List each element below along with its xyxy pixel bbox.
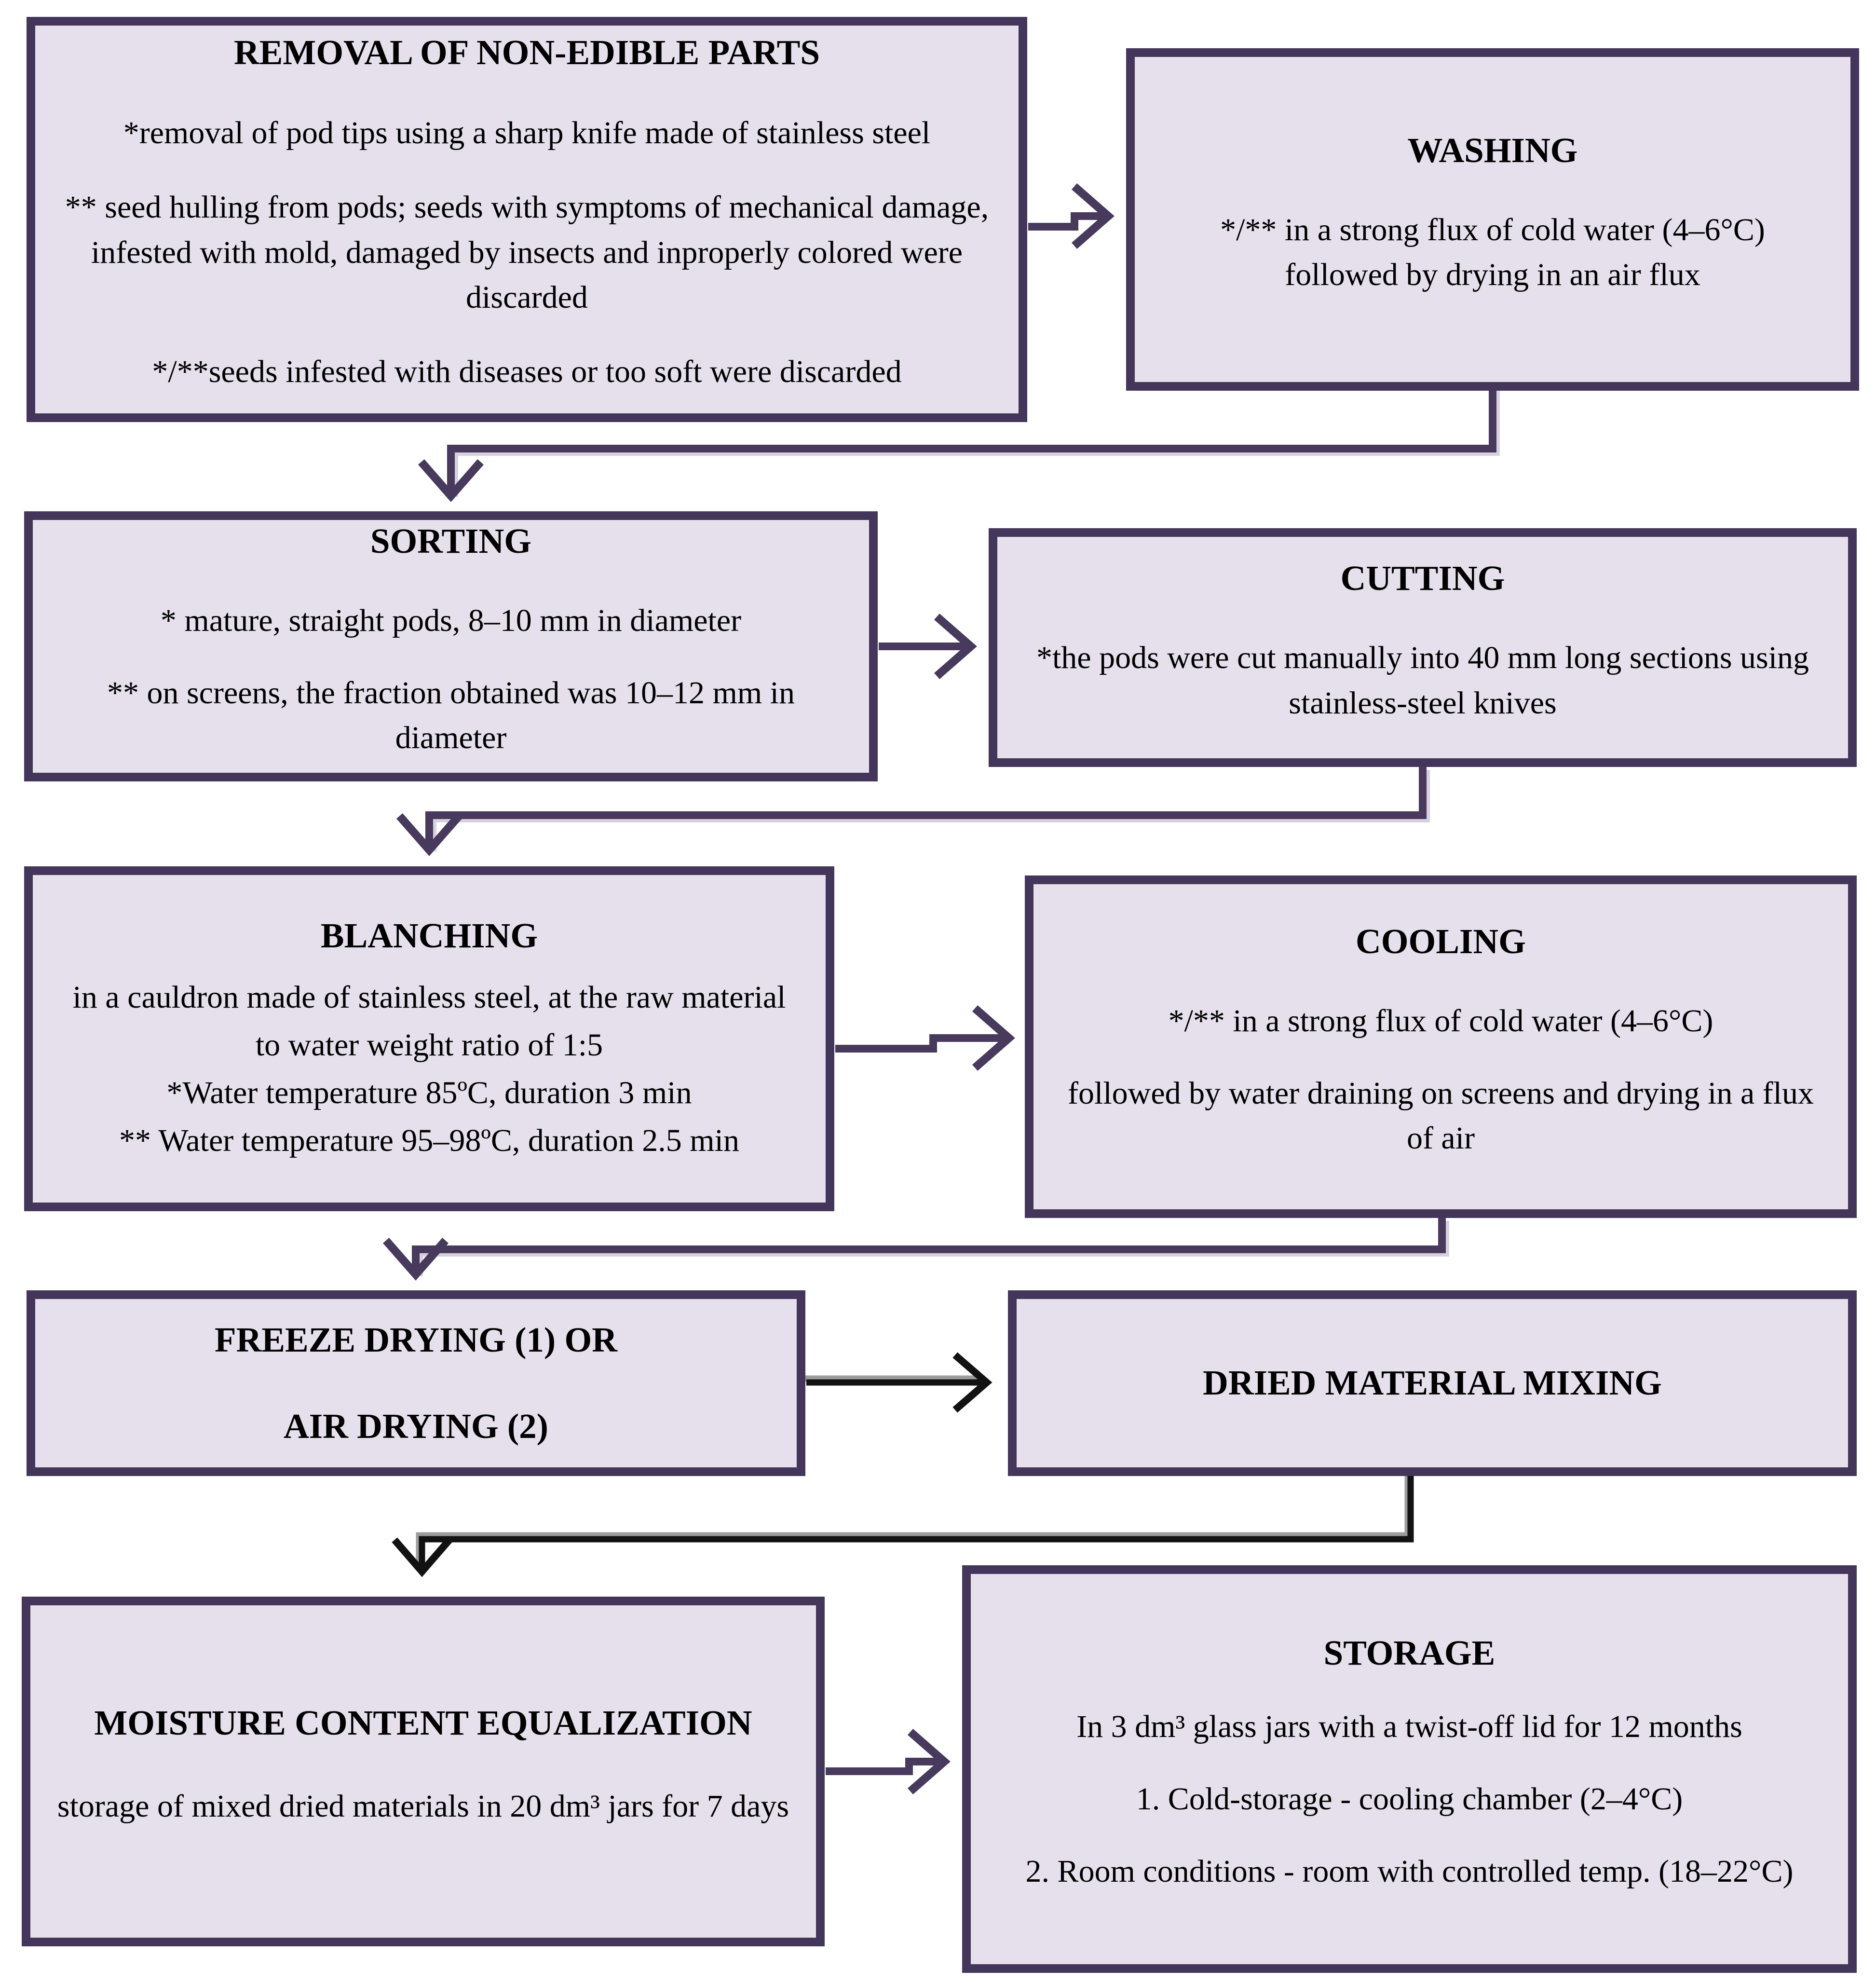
arrow-blanching-to-cooling xyxy=(835,1005,1015,1071)
process-box-blanching: BLANCHING in a cauldron made of stainles… xyxy=(24,866,834,1211)
box-title: MOISTURE CONTENT EQUALIZATION xyxy=(94,1703,752,1743)
box-title: CUTTING xyxy=(1340,559,1505,598)
box-text: ** on screens, the fraction obtained was… xyxy=(107,675,795,756)
process-box-removal: REMOVAL OF NON-EDIBLE PARTS *removal of … xyxy=(27,17,1027,422)
arrow-moisture-to-storage xyxy=(826,1729,951,1794)
box-text: In 3 dm³ glass jars with a twist-off lid… xyxy=(1076,1709,1742,1745)
box-text: * mature, straight pods, 8–10 mm in diam… xyxy=(160,602,742,638)
box-title: REMOVAL OF NON-EDIBLE PARTS xyxy=(234,33,820,72)
arrow-removal-to-washing xyxy=(1028,183,1115,249)
box-title: DRIED MATERIAL MIXING xyxy=(1203,1363,1662,1403)
arrow-shadow xyxy=(416,1472,1411,1568)
box-title: SORTING xyxy=(370,521,532,561)
arrow-washing-to-sorting xyxy=(418,389,1496,502)
box-text: */** in a strong flux of cold water (4–6… xyxy=(1168,1003,1713,1039)
box-text: */**seeds infested with diseases or too … xyxy=(152,354,902,390)
box-text: *Water temperature 85ºC, duration 3 min xyxy=(166,1075,692,1110)
arrow-dried-mixing-to-moisture xyxy=(392,1475,1414,1577)
arrow-cooling-to-freeze-drying xyxy=(383,1217,1446,1281)
arrow-shadow xyxy=(430,770,1430,851)
box-text: ** seed hulling from pods; seeds with sy… xyxy=(65,189,989,315)
box-title: COOLING xyxy=(1356,921,1526,961)
box-title: WASHING xyxy=(1407,130,1578,170)
process-box-dried-material-mixing: DRIED MATERIAL MIXING xyxy=(1008,1290,1857,1476)
process-box-cooling: COOLING */** in a strong flux of cold wa… xyxy=(1025,875,1857,1218)
process-box-freeze-drying: FREEZE DRYING (1) OR AIR DRYING (2) xyxy=(27,1290,805,1476)
box-text: */** in a strong flux of cold water (4–6… xyxy=(1220,212,1765,293)
box-title: AIR DRYING (2) xyxy=(284,1406,548,1446)
box-text: in a cauldron made of stainless steel, a… xyxy=(72,979,786,1063)
process-box-washing: WASHING */** in a strong flux of cold wa… xyxy=(1126,48,1859,391)
box-title: FREEZE DRYING (1) OR xyxy=(215,1320,617,1359)
box-title: STORAGE xyxy=(1323,1633,1495,1673)
box-text: *the pods were cut manually into 40 mm l… xyxy=(1036,640,1809,721)
process-box-sorting: SORTING * mature, straight pods, 8–10 mm… xyxy=(24,511,878,781)
box-text: 2. Room conditions - room with controlle… xyxy=(1025,1853,1794,1889)
box-text: ** Water temperature 95–98ºC, duration 2… xyxy=(119,1122,739,1158)
box-text: followed by water draining on screens an… xyxy=(1068,1075,1814,1156)
process-box-cutting: CUTTING *the pods were cut manually into… xyxy=(989,528,1857,767)
arrow-cutting-to-blanching xyxy=(396,766,1427,856)
box-text: 1. Cold-storage - cooling chamber (2–4°C… xyxy=(1136,1781,1683,1817)
box-text: *removal of pod tips using a sharp knife… xyxy=(123,115,931,151)
box-text: storage of mixed dried materials in 20 d… xyxy=(57,1789,789,1824)
process-box-storage: STORAGE In 3 dm³ glass jars with a twist… xyxy=(962,1565,1857,1973)
process-box-moisture-content-equalization: MOISTURE CONTENT EQUALIZATION storage of… xyxy=(22,1597,825,1946)
box-title: BLANCHING xyxy=(320,916,538,956)
